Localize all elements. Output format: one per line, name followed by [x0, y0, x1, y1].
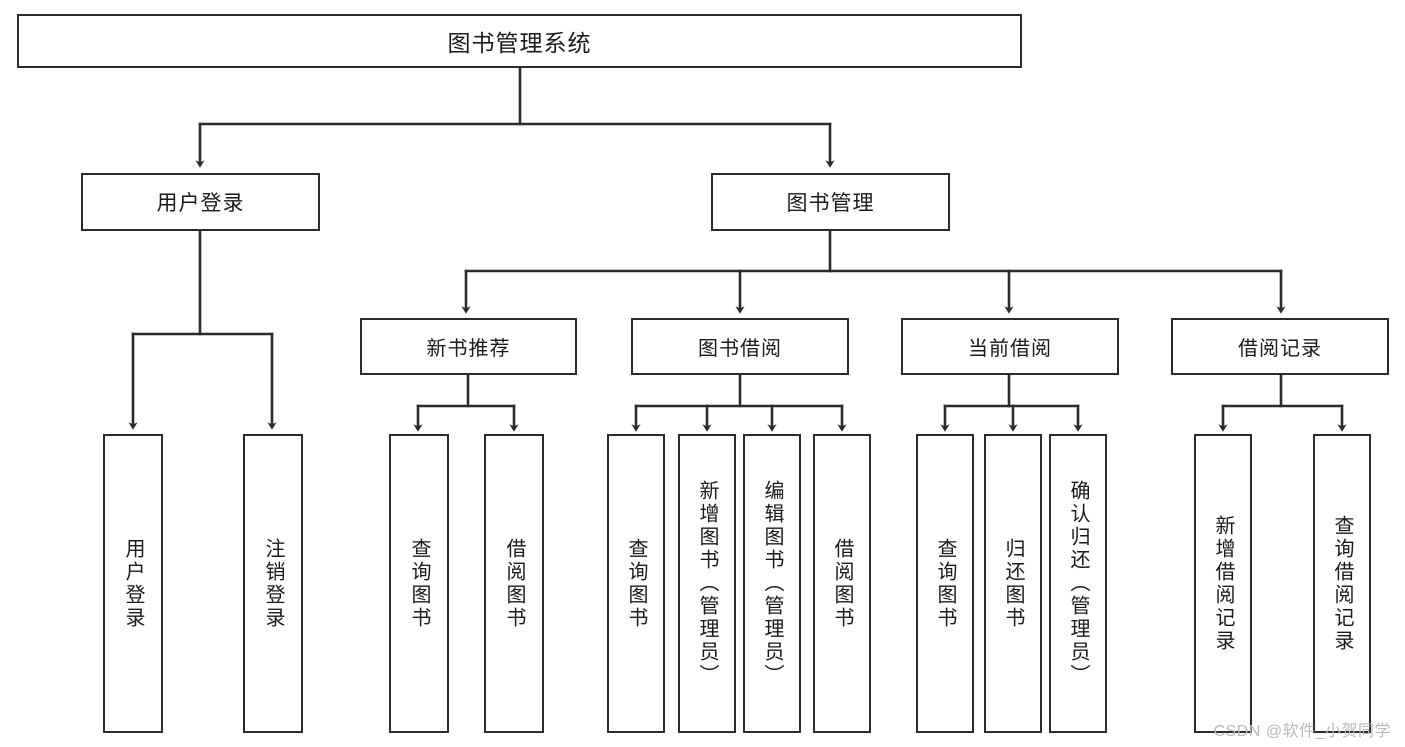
leaf-add-record-label: 新增借阅记录	[1212, 514, 1234, 653]
leaf-user-logout[interactable]: 注销登录	[243, 434, 303, 733]
node-user-login[interactable]: 用户登录	[81, 173, 320, 231]
leaf-user-login-label: 用户登录	[122, 537, 144, 630]
leaf-query-book-2[interactable]: 查询图书	[607, 434, 665, 733]
node-book-borrow[interactable]: 图书借阅	[631, 318, 849, 375]
leaf-user-logout-label: 注销登录	[262, 537, 284, 630]
node-new-book-recommend-label: 新书推荐	[426, 338, 511, 360]
leaf-edit-book[interactable]: 编辑图书（管理员）	[743, 434, 801, 733]
node-book-manage-label: 图书管理	[786, 192, 875, 215]
leaf-query-book-3-label: 查询图书	[934, 537, 956, 630]
leaf-return-book-label: 归还图书	[1002, 537, 1024, 630]
node-user-login-label: 用户登录	[156, 192, 245, 215]
node-borrow-record[interactable]: 借阅记录	[1171, 318, 1389, 375]
leaf-edit-book-label: 编辑图书（管理员）	[761, 480, 783, 687]
leaf-confirm-return[interactable]: 确认归还（管理员）	[1049, 434, 1107, 733]
leaf-borrow-book-2[interactable]: 借阅图书	[813, 434, 871, 733]
node-root[interactable]: 图书管理系统	[17, 14, 1022, 68]
node-borrow-record-label: 借阅记录	[1238, 338, 1322, 360]
node-new-book-recommend[interactable]: 新书推荐	[360, 318, 577, 375]
leaf-return-book[interactable]: 归还图书	[984, 434, 1042, 733]
leaf-query-book-1-label: 查询图书	[408, 537, 430, 630]
leaf-borrow-book-1-label: 借阅图书	[503, 537, 525, 630]
leaf-borrow-book-1[interactable]: 借阅图书	[484, 434, 544, 733]
leaf-query-record-label: 查询借阅记录	[1331, 514, 1353, 653]
csdn-watermark: CSDN @软件_小贺同学	[1213, 723, 1391, 740]
leaf-query-book-2-label: 查询图书	[625, 537, 647, 630]
node-root-label: 图书管理系统	[447, 30, 592, 56]
node-book-manage[interactable]: 图书管理	[711, 173, 950, 231]
node-book-borrow-label: 图书借阅	[698, 338, 782, 360]
leaf-query-book-3[interactable]: 查询图书	[916, 434, 974, 733]
leaf-user-login[interactable]: 用户登录	[103, 434, 163, 733]
leaf-add-book-label: 新增图书（管理员）	[696, 480, 718, 687]
node-current-borrow[interactable]: 当前借阅	[901, 318, 1119, 375]
node-current-borrow-label: 当前借阅	[968, 338, 1052, 360]
leaf-add-record[interactable]: 新增借阅记录	[1194, 434, 1252, 733]
leaf-query-book-1[interactable]: 查询图书	[389, 434, 449, 733]
leaf-confirm-return-label: 确认归还（管理员）	[1067, 480, 1089, 687]
leaf-borrow-book-2-label: 借阅图书	[831, 537, 853, 630]
leaf-add-book[interactable]: 新增图书（管理员）	[678, 434, 736, 733]
leaf-query-record[interactable]: 查询借阅记录	[1313, 434, 1371, 733]
